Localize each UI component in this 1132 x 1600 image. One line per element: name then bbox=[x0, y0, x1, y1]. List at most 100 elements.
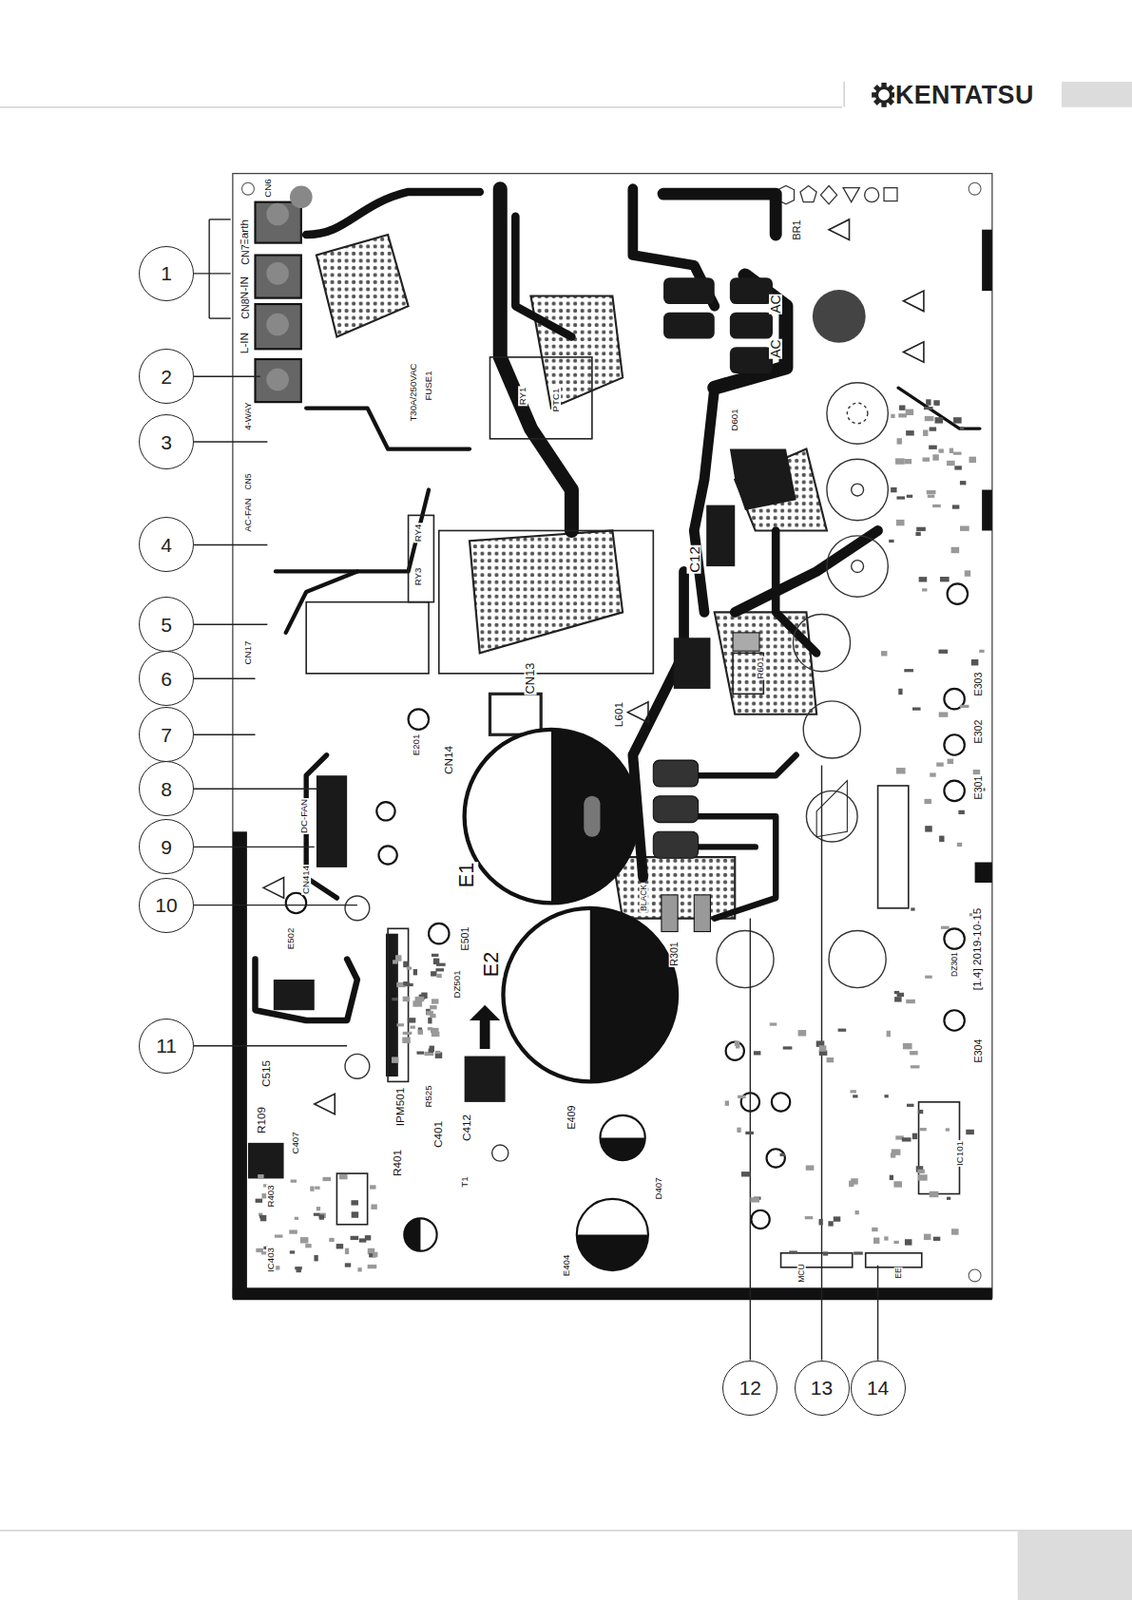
callout-text: 8 bbox=[160, 779, 173, 800]
smd-pad bbox=[313, 1213, 320, 1217]
silkscreen-label: N-IN bbox=[239, 275, 251, 301]
smd-pad bbox=[274, 1234, 284, 1238]
silkscreen-label: CN414 bbox=[301, 864, 311, 896]
smd-pad bbox=[890, 487, 897, 493]
smd-pad bbox=[328, 1238, 334, 1243]
smd-pad bbox=[959, 480, 966, 485]
smd-pad bbox=[954, 465, 962, 470]
smd-pad bbox=[923, 406, 934, 410]
smd-pad bbox=[350, 1200, 359, 1206]
smd-pad bbox=[294, 1217, 299, 1221]
callout-text: 4 bbox=[160, 535, 173, 556]
smd-pad bbox=[921, 588, 927, 592]
callout-number: 5 bbox=[138, 596, 194, 653]
smd-pad bbox=[905, 430, 915, 436]
silkscreen-label: DZ501 bbox=[452, 970, 462, 1000]
smd-pad bbox=[359, 1238, 367, 1243]
callout-number: 1 bbox=[138, 246, 194, 302]
silkscreen-label: R403 bbox=[266, 1184, 276, 1209]
copper-traces bbox=[254, 189, 979, 1021]
smd-pad bbox=[940, 576, 950, 582]
callout-text: 1 bbox=[160, 263, 173, 284]
smd-pad bbox=[339, 1174, 348, 1180]
smd-pad bbox=[909, 1051, 919, 1056]
smd-pad bbox=[932, 454, 939, 461]
smd-pad bbox=[309, 1186, 314, 1191]
smd-pad bbox=[259, 1215, 264, 1219]
smd-pad bbox=[917, 1170, 925, 1174]
smd-pad bbox=[300, 1237, 309, 1244]
silkscreen-label: [1.4] 2019-10-15 bbox=[972, 906, 984, 992]
smd-pad bbox=[345, 1263, 351, 1267]
smd-pad bbox=[257, 1174, 264, 1179]
silkscreen-label: L601 bbox=[613, 701, 626, 729]
silkscreen-label: EE bbox=[894, 1267, 903, 1281]
smd-pad bbox=[890, 414, 895, 419]
callout-text: 10 bbox=[154, 895, 177, 916]
smd-pad bbox=[886, 1031, 891, 1037]
footer-tab bbox=[1017, 1531, 1132, 1600]
smd-pad bbox=[853, 1251, 864, 1255]
silkscreen-label: E1 bbox=[457, 862, 479, 889]
silkscreen-label: E201 bbox=[411, 733, 422, 758]
smd-pad bbox=[894, 997, 902, 1002]
smd-pad bbox=[805, 1216, 814, 1220]
mounting-hole bbox=[812, 289, 866, 344]
callout-number: 2 bbox=[138, 348, 194, 404]
smd-pad bbox=[916, 527, 926, 532]
smd-pad bbox=[427, 1027, 433, 1031]
smd-pad bbox=[827, 1221, 833, 1227]
smd-pad bbox=[396, 1023, 404, 1027]
smd-pad bbox=[940, 926, 950, 930]
smd-pad bbox=[838, 1029, 847, 1033]
silkscreen-label: AC bbox=[768, 293, 783, 314]
smd-pad bbox=[314, 1187, 320, 1190]
smd-pad bbox=[959, 426, 964, 430]
smd-pad bbox=[893, 1241, 899, 1245]
smd-pad bbox=[925, 399, 931, 405]
smd-pad bbox=[910, 1065, 921, 1069]
smd-pad bbox=[924, 416, 935, 422]
smd-pad bbox=[833, 1216, 842, 1222]
silkscreen-label: E502 bbox=[286, 927, 296, 952]
smd-pad bbox=[725, 1100, 730, 1106]
smd-pad bbox=[953, 452, 962, 456]
smd-pad bbox=[430, 971, 437, 977]
callout-number: 8 bbox=[138, 761, 194, 817]
smd-pad bbox=[894, 991, 900, 995]
smd-pad bbox=[922, 457, 931, 461]
smd-pad bbox=[415, 997, 425, 1002]
smd-pad bbox=[927, 495, 936, 499]
silkscreen-label: C412 bbox=[461, 1113, 474, 1143]
smd-pad bbox=[350, 1236, 360, 1241]
smd-pad bbox=[888, 539, 894, 543]
silkscreen-label: IC403 bbox=[266, 1247, 276, 1274]
smd-pad bbox=[357, 1267, 362, 1272]
smd-pad bbox=[319, 1214, 325, 1220]
smd-pad bbox=[288, 1229, 298, 1234]
silkscreen-label: R109 bbox=[256, 1106, 269, 1135]
silkscreen-label: IPM501 bbox=[395, 1087, 407, 1129]
smd-pad bbox=[402, 1037, 411, 1044]
silkscreen-label: E501 bbox=[459, 926, 470, 953]
smd-pad bbox=[305, 1244, 311, 1248]
smd-pad bbox=[952, 504, 960, 509]
smd-pad bbox=[436, 974, 442, 979]
smd-pad bbox=[953, 417, 962, 423]
smd-pad bbox=[922, 429, 928, 436]
smd-pad bbox=[849, 1090, 856, 1094]
smd-pad bbox=[783, 1046, 793, 1050]
smd-pad bbox=[798, 1030, 807, 1037]
smd-pad bbox=[370, 1204, 377, 1209]
smd-pad bbox=[749, 1197, 760, 1203]
callout-number: 3 bbox=[138, 414, 194, 470]
silkscreen-label: D601 bbox=[729, 408, 740, 433]
smd-pad bbox=[939, 711, 949, 717]
smd-pad bbox=[745, 1132, 754, 1135]
smd-pad bbox=[924, 976, 933, 979]
smd-pad bbox=[939, 836, 944, 843]
silkscreen-label: R525 bbox=[423, 1085, 434, 1110]
smd-pad bbox=[912, 1133, 918, 1140]
smd-pad bbox=[945, 1128, 950, 1132]
smd-pad bbox=[412, 1000, 423, 1007]
